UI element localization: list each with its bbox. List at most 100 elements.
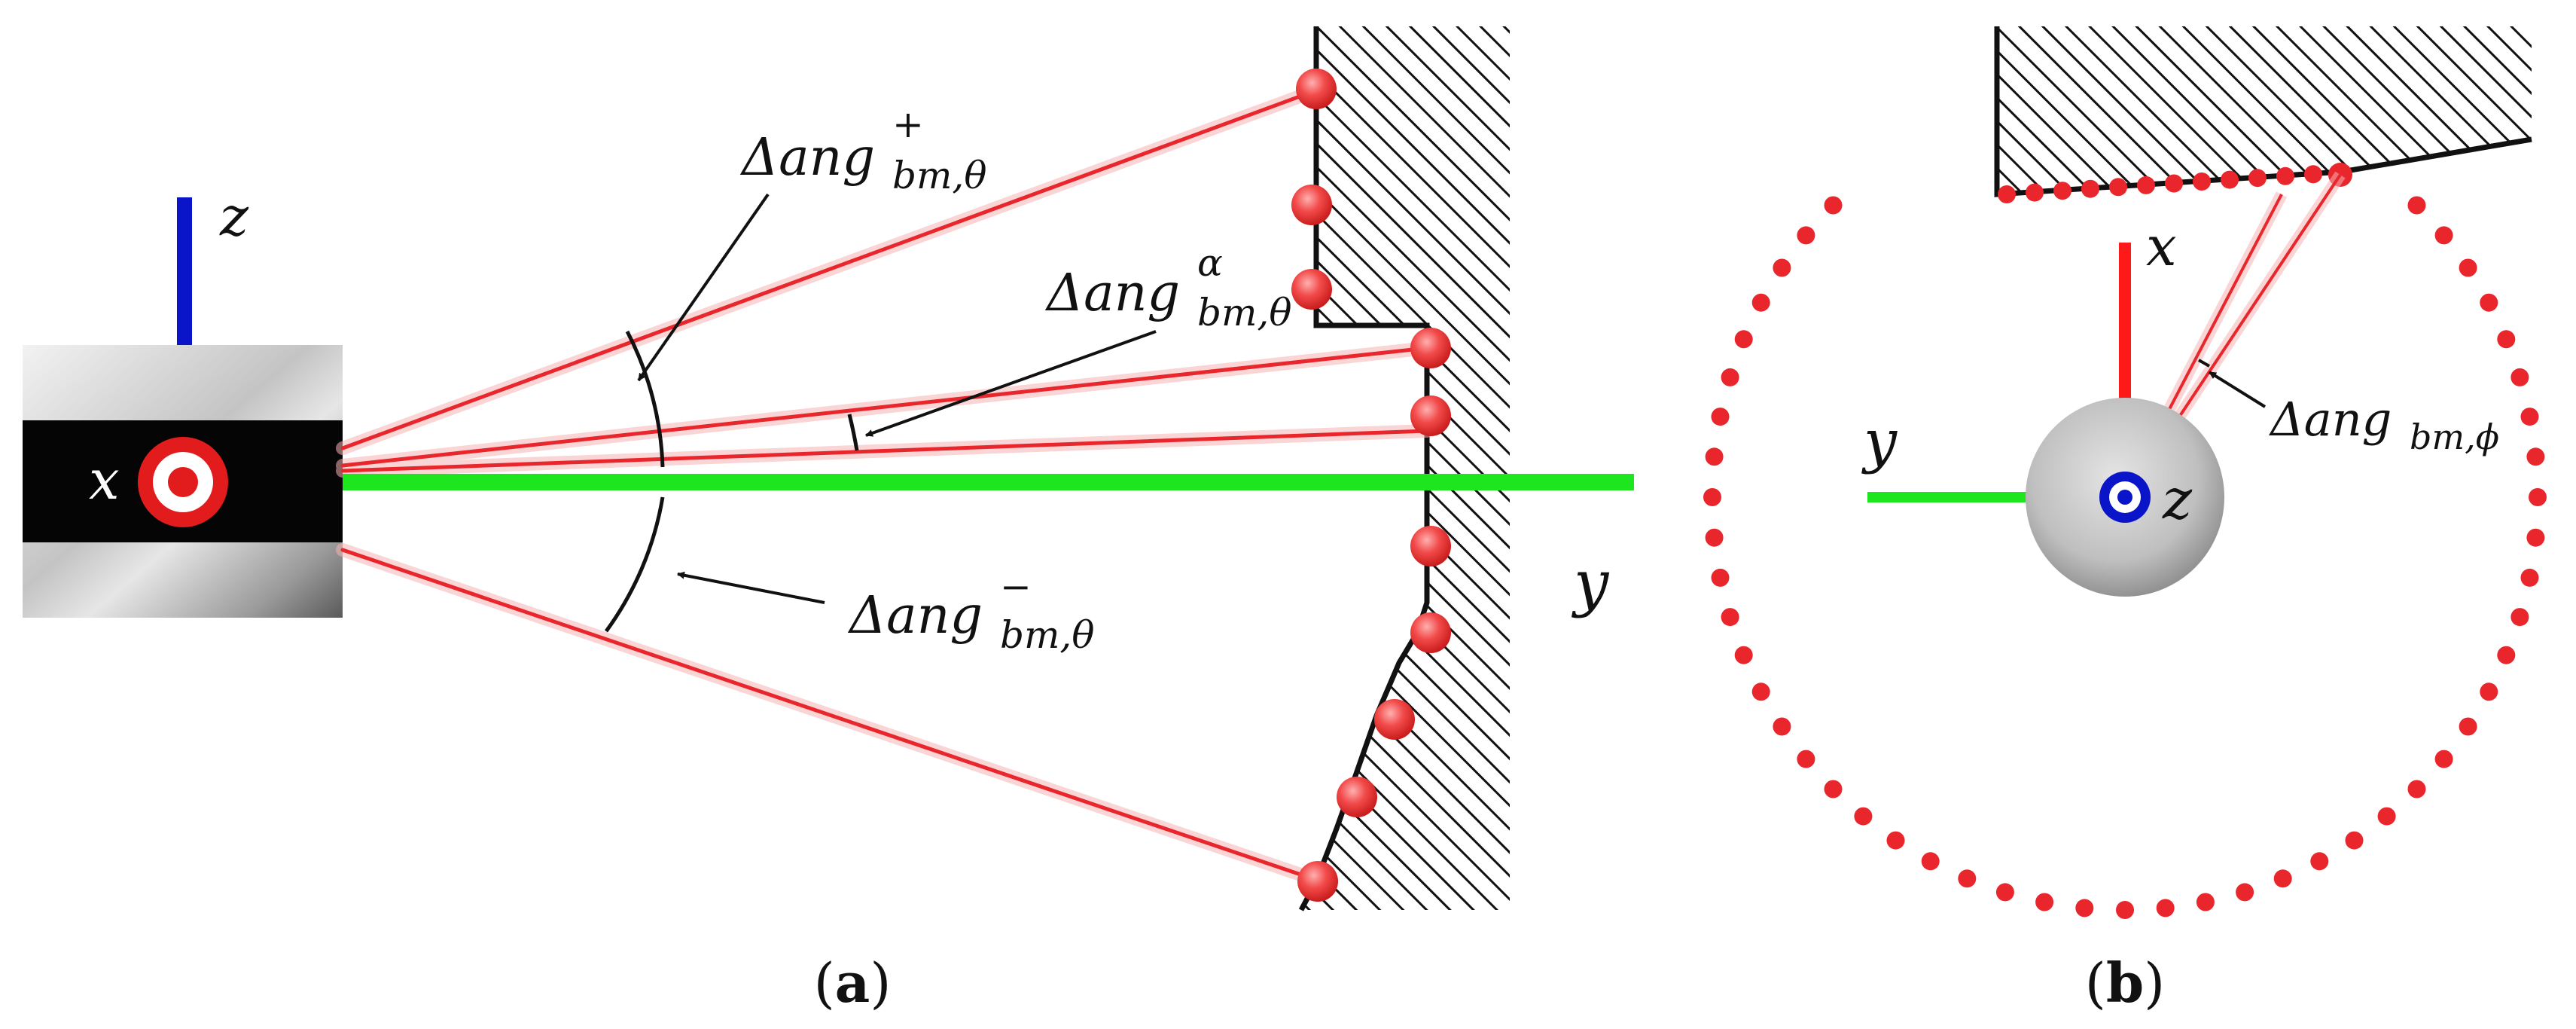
- scan-dot: [1734, 330, 1753, 349]
- panel-a: z x y: [23, 26, 1634, 1015]
- hit-point: [1410, 526, 1451, 566]
- z-axis-symbol-b: [2099, 472, 2151, 523]
- scan-dot: [2116, 901, 2134, 919]
- wall-dot: [2248, 169, 2267, 188]
- scan-dot: [1995, 883, 2014, 902]
- hit-point: [1296, 69, 1337, 109]
- wall-a-edge: [1298, 26, 1430, 911]
- scan-dot: [2377, 807, 2396, 826]
- beam-b-2: [2178, 173, 2342, 417]
- hit-point: [1337, 777, 1377, 817]
- scan-dot: [1721, 608, 1739, 627]
- z-axis-label-a: z: [219, 185, 249, 248]
- laser-beams-b: [2163, 171, 2346, 420]
- scan-dot: [2236, 883, 2254, 902]
- scan-dot: [1824, 196, 1843, 215]
- scan-dot: [2156, 899, 2175, 918]
- scan-dot: [2434, 226, 2453, 245]
- wall-dot: [2304, 165, 2322, 184]
- scan-dot: [1711, 408, 1730, 426]
- scan-dot: [2526, 528, 2545, 547]
- svg-text:−: −: [1000, 565, 1032, 609]
- scan-dot: [2459, 258, 2477, 277]
- arc-plus: [625, 330, 665, 468]
- wall-dot: [2053, 182, 2071, 200]
- svg-text:bm,θ: bm,θ: [892, 154, 986, 197]
- scan-dot: [1751, 682, 1770, 701]
- scan-dot: [1886, 831, 1905, 850]
- scan-dot: [2273, 869, 2292, 888]
- scan-dot: [2035, 893, 2054, 911]
- scan-dot: [2480, 682, 2498, 701]
- hit-point: [1291, 269, 1332, 310]
- panel-b: x y z Δang bm,ϕ (b): [1703, 26, 2547, 1015]
- svg-text:Δang: Δang: [847, 586, 983, 646]
- scan-dot: [2196, 893, 2215, 911]
- label-delta-phi: Δang bm,ϕ: [2269, 392, 2499, 457]
- scan-dot: [2407, 196, 2426, 215]
- scan-dot: [1958, 869, 1977, 888]
- hit-point: [1410, 395, 1451, 436]
- scan-dot: [2497, 646, 2516, 664]
- scan-dot: [1721, 368, 1739, 386]
- scan-dot: [1703, 488, 1721, 506]
- svg-text:+: +: [892, 102, 924, 146]
- scan-dot: [1797, 750, 1815, 768]
- scan-dot: [1705, 528, 1724, 547]
- scan-ring-b: [1703, 163, 2547, 919]
- wall-b: [1997, 26, 2532, 194]
- wall-dot: [2081, 179, 2099, 198]
- scan-dot: [2510, 608, 2529, 627]
- hit-points-a: [1291, 69, 1451, 902]
- scan-dot: [1705, 447, 1724, 466]
- beam-lower: [340, 548, 1318, 882]
- scan-dot: [1797, 226, 1815, 245]
- hit-point: [1410, 612, 1451, 653]
- scan-dot: [2510, 368, 2529, 386]
- wall-dot: [2137, 176, 2155, 194]
- svg-text:bm,ϕ: bm,ϕ: [2410, 417, 2499, 457]
- beam-mid-1: [340, 346, 1429, 468]
- scan-dot: [1734, 646, 1753, 664]
- arc-alpha: [847, 414, 859, 451]
- x-axis-label-b: x: [2146, 215, 2177, 278]
- scan-dot: [2407, 780, 2426, 798]
- label-delta-minus: Δang − bm,θ: [847, 565, 1094, 657]
- scan-dot: [2529, 488, 2547, 506]
- laser-beams-a: [336, 84, 1434, 887]
- beam-upper: [340, 88, 1318, 450]
- scan-dot: [2520, 568, 2539, 587]
- wall-dot: [2109, 178, 2127, 197]
- scan-dot: [1773, 258, 1791, 277]
- leader-phi: [2208, 371, 2267, 408]
- hit-point: [1374, 699, 1415, 740]
- wall-dot: [1998, 185, 2016, 203]
- scan-dot: [1751, 293, 1770, 312]
- wall-dot: [2193, 173, 2211, 191]
- scan-dot: [2497, 330, 2516, 349]
- scan-dot: [2310, 852, 2329, 871]
- svg-text:Δang: Δang: [739, 128, 875, 188]
- wall-a: [1301, 26, 1510, 910]
- svg-text:bm,θ: bm,θ: [1197, 291, 1291, 334]
- caption-a: (a): [814, 951, 892, 1015]
- leader-arrows-a: [637, 193, 1157, 604]
- scan-dot: [2345, 831, 2364, 850]
- x-axis-label-a: x: [89, 448, 120, 511]
- scan-dot: [1921, 852, 1940, 871]
- beam-mid-2: [340, 429, 1429, 473]
- arc-phi: [2198, 359, 2210, 368]
- hit-point: [1410, 328, 1451, 368]
- scan-dot: [2075, 899, 2094, 918]
- arc-minus: [604, 496, 665, 633]
- y-axis-label-b: y: [1861, 408, 1898, 475]
- scan-dot: [2520, 408, 2539, 426]
- svg-text:α: α: [1197, 241, 1223, 285]
- z-axis-label-b: z: [2162, 467, 2193, 532]
- label-delta-plus: Δang + bm,θ: [739, 102, 986, 197]
- angle-arcs-a: [604, 330, 859, 633]
- hit-point: [1297, 861, 1338, 902]
- x-axis-symbol-a: [138, 437, 228, 527]
- wall-dot: [2276, 166, 2294, 185]
- svg-text:Δang: Δang: [1044, 264, 1180, 323]
